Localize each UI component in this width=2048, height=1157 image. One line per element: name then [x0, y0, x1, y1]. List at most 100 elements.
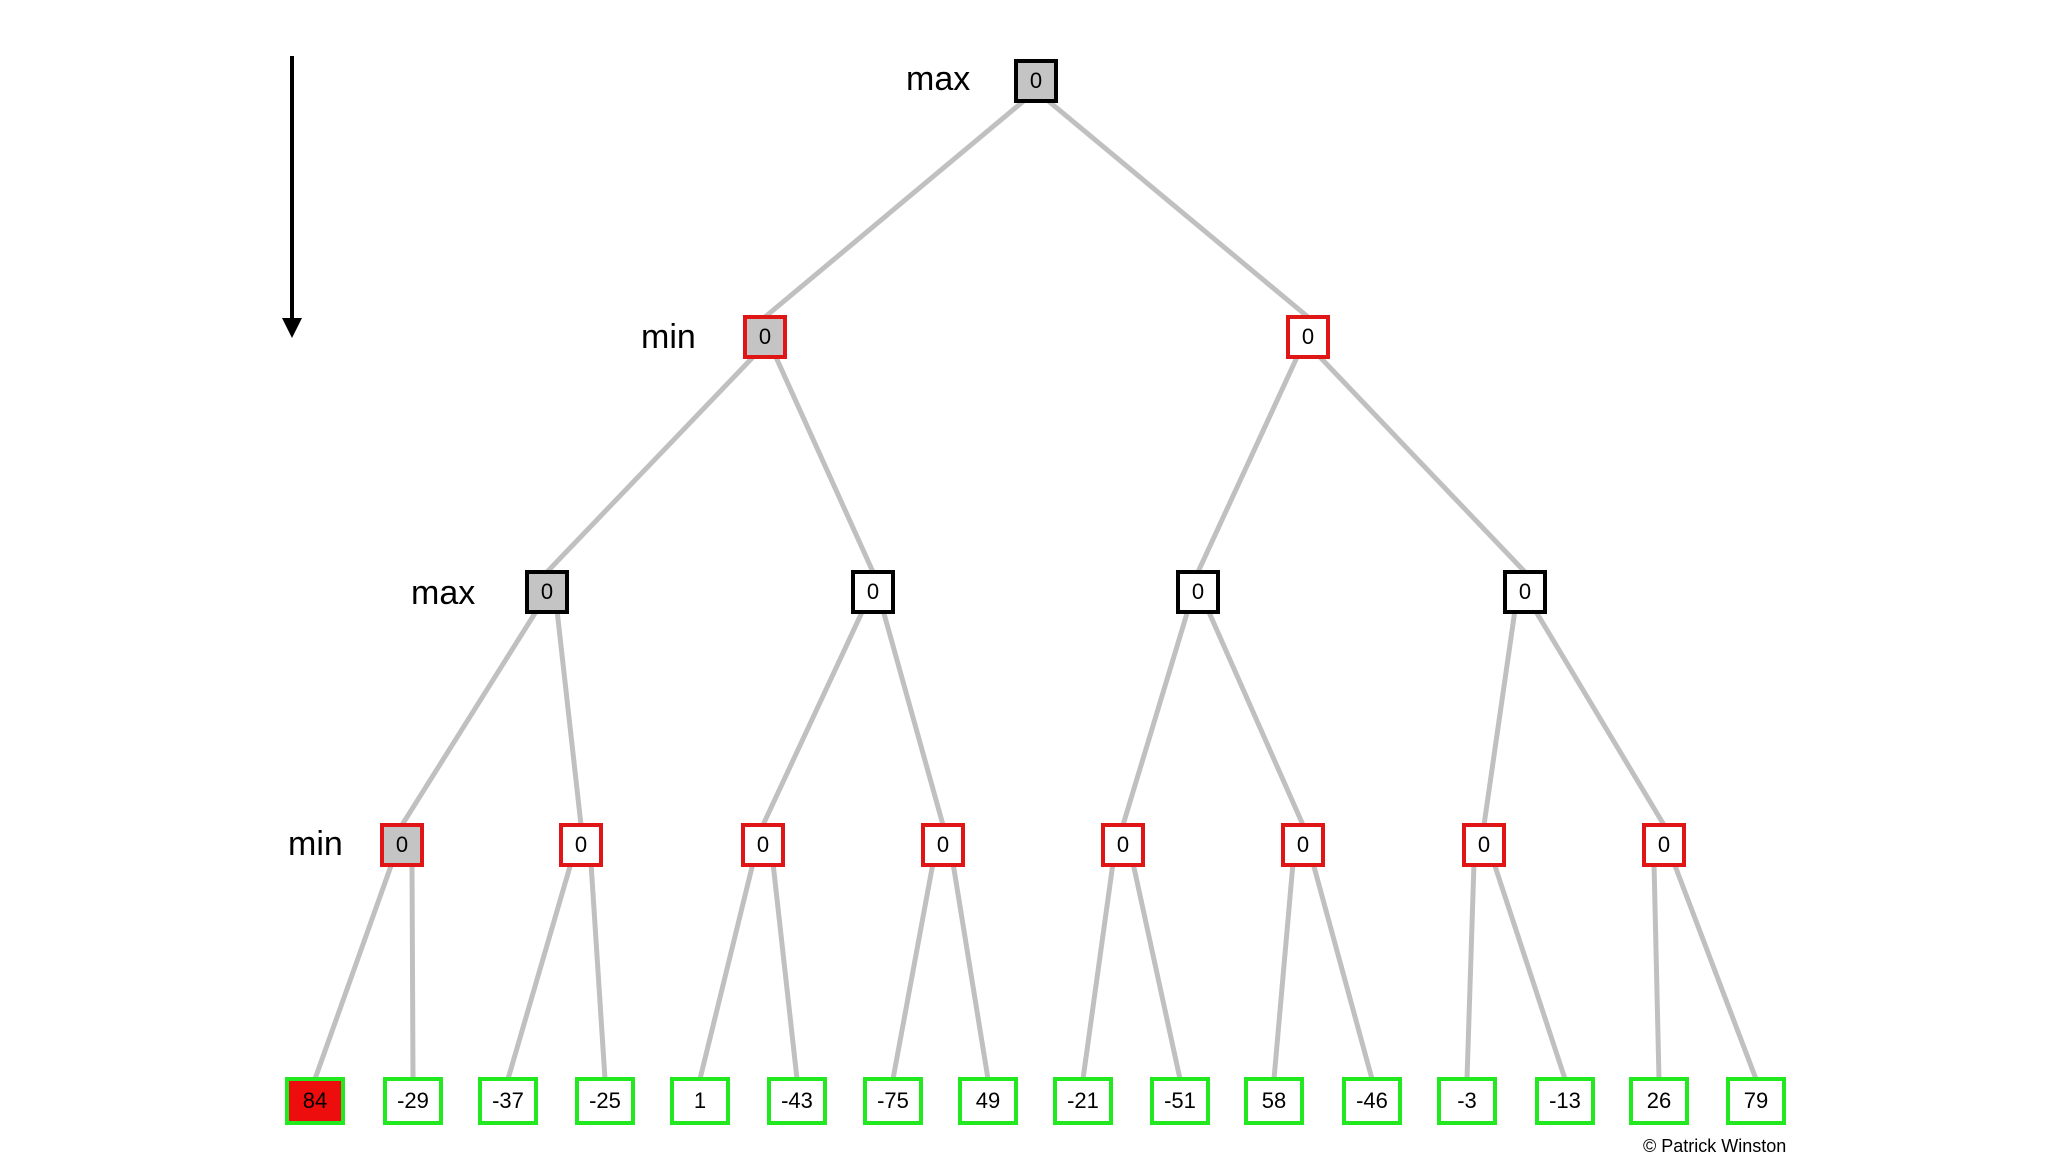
level2-max-node-2-value: 0 — [1191, 579, 1205, 604]
edge-root-to-level1-0 — [762, 96, 1029, 320]
level3-min-node-2-value: 0 — [756, 832, 770, 857]
leaf-node-13: -13 — [1535, 1077, 1595, 1125]
level2-max-node-0: 0 — [525, 570, 569, 614]
leaf-node-2-value: -37 — [492, 1088, 524, 1113]
edge-level3-to-leaves-3 — [588, 860, 608, 1082]
leaf-node-4-value: 1 — [693, 1088, 707, 1113]
level1-min-node-0-value: 0 — [758, 324, 772, 349]
level2-max-node-2: 0 — [1176, 570, 1220, 614]
level3-min-node-0-value: 0 — [395, 832, 409, 857]
leaf-node-0-value: 84 — [302, 1088, 328, 1113]
leaf-node-10: 58 — [1244, 1077, 1304, 1125]
edge-root-to-level1-1 — [1043, 96, 1311, 320]
edge-level2-to-level3-0 — [399, 607, 540, 828]
level3-min-node-0: 0 — [380, 823, 424, 867]
leaf-node-12-value: -3 — [1457, 1088, 1477, 1113]
level2-max-node-3: 0 — [1503, 570, 1547, 614]
leaf-node-10-value: 58 — [1261, 1088, 1287, 1113]
leaf-node-6-value: -75 — [877, 1088, 909, 1113]
edge-level2-to-level3-6 — [1481, 607, 1518, 828]
leaf-node-15-value: 79 — [1743, 1088, 1769, 1113]
tree-edges — [312, 96, 1759, 1082]
edge-level3-to-leaves-4 — [697, 860, 756, 1082]
leaf-node-12: -3 — [1437, 1077, 1497, 1125]
level3-min-node-6-value: 0 — [1477, 832, 1491, 857]
level3-min-node-7-value: 0 — [1657, 832, 1671, 857]
leaf-node-0: 84 — [285, 1077, 345, 1125]
leaf-node-9: -51 — [1150, 1077, 1210, 1125]
leaf-node-2: -37 — [478, 1077, 538, 1125]
level2-max-node-1: 0 — [851, 570, 895, 614]
leaf-node-8: -21 — [1053, 1077, 1113, 1125]
root-max-node-value: 0 — [1029, 68, 1043, 93]
edge-level3-to-leaves-0 — [312, 860, 395, 1082]
leaf-node-7-value: 49 — [975, 1088, 1001, 1113]
edge-level3-to-leaves-12 — [1464, 860, 1477, 1082]
edge-level3-to-leaves-13 — [1491, 860, 1568, 1082]
level-label-max-root: max — [906, 60, 971, 98]
level3-min-node-2: 0 — [741, 823, 785, 867]
level3-min-node-3-value: 0 — [936, 832, 950, 857]
edge-level1-to-level2-2 — [1195, 352, 1301, 575]
leaf-node-5: -43 — [767, 1077, 827, 1125]
level1-min-node-1-value: 0 — [1301, 324, 1315, 349]
level1-min-node-1: 0 — [1286, 315, 1330, 359]
edge-level3-to-leaves-10 — [1271, 860, 1296, 1082]
edge-level3-to-leaves-5 — [770, 860, 800, 1082]
leaf-node-15: 79 — [1726, 1077, 1786, 1125]
edge-level3-to-leaves-8 — [1080, 860, 1116, 1082]
level3-min-node-1-value: 0 — [574, 832, 588, 857]
level-label-min-3: min — [288, 825, 343, 863]
edge-level3-to-leaves-9 — [1130, 860, 1183, 1082]
level2-max-node-0-value: 0 — [540, 579, 554, 604]
level3-min-node-4: 0 — [1101, 823, 1145, 867]
leaf-node-13-value: -13 — [1549, 1088, 1581, 1113]
edge-level2-to-level3-5 — [1205, 607, 1306, 828]
edge-level3-to-leaves-15 — [1671, 860, 1759, 1082]
level-label-min-1: min — [641, 318, 696, 356]
edge-level3-to-leaves-7 — [950, 860, 991, 1082]
level2-max-node-1-value: 0 — [866, 579, 880, 604]
level2-max-node-3-value: 0 — [1518, 579, 1532, 604]
leaf-node-11-value: -46 — [1356, 1088, 1388, 1113]
level1-min-node-0: 0 — [743, 315, 787, 359]
copyright-notice: © Patrick Winston — [1643, 1136, 1787, 1156]
edge-level3-to-leaves-1 — [409, 860, 416, 1082]
level3-min-node-1: 0 — [559, 823, 603, 867]
edge-level3-to-leaves-14 — [1651, 860, 1662, 1082]
level3-min-node-3: 0 — [921, 823, 965, 867]
leaf-node-4: 1 — [670, 1077, 730, 1125]
leaf-node-11: -46 — [1342, 1077, 1402, 1125]
level-label-max-2: max — [411, 574, 476, 612]
level3-min-node-6: 0 — [1462, 823, 1506, 867]
edge-level3-to-leaves-2 — [505, 860, 574, 1082]
level3-min-node-5: 0 — [1281, 823, 1325, 867]
edge-level2-to-level3-2 — [760, 607, 866, 828]
leaf-node-1: -29 — [383, 1077, 443, 1125]
search-direction-arrow — [282, 56, 302, 338]
leaf-node-14-value: 26 — [1646, 1088, 1672, 1113]
edge-level2-to-level3-1 — [554, 607, 584, 828]
leaf-node-6: -75 — [863, 1077, 923, 1125]
leaf-node-3: -25 — [575, 1077, 635, 1125]
edge-level2-to-level3-4 — [1120, 607, 1191, 828]
level3-min-node-4-value: 0 — [1116, 832, 1130, 857]
edge-level1-to-level2-3 — [1315, 352, 1528, 575]
leaf-node-9-value: -51 — [1164, 1088, 1196, 1113]
leaf-node-14: 26 — [1629, 1077, 1689, 1125]
edge-level2-to-level3-3 — [880, 607, 946, 828]
leaf-node-7: 49 — [958, 1077, 1018, 1125]
leaf-node-5-value: -43 — [781, 1088, 813, 1113]
edge-level1-to-level2-1 — [772, 352, 876, 575]
level3-min-node-7: 0 — [1642, 823, 1686, 867]
edge-level3-to-leaves-6 — [890, 860, 936, 1082]
edge-level2-to-level3-7 — [1532, 607, 1667, 828]
edge-level3-to-leaves-11 — [1310, 860, 1375, 1082]
level3-min-node-5-value: 0 — [1296, 832, 1310, 857]
root-max-node: 0 — [1014, 59, 1058, 103]
leaf-node-1-value: -29 — [397, 1088, 429, 1113]
leaf-node-3-value: -25 — [589, 1088, 621, 1113]
edge-level1-to-level2-0 — [544, 352, 758, 575]
leaf-node-8-value: -21 — [1067, 1088, 1099, 1113]
